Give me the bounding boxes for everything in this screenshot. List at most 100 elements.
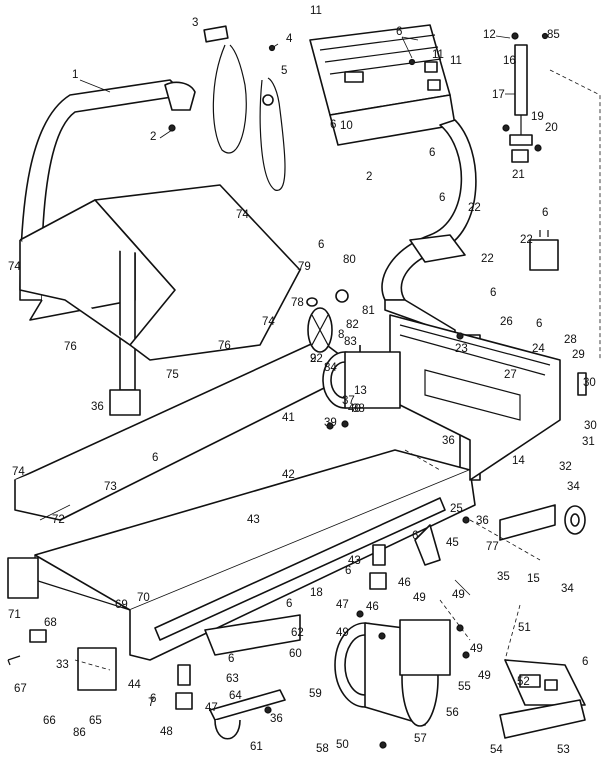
- callout-label: 67: [14, 683, 27, 695]
- callout-label: 6: [396, 26, 402, 38]
- callout-label: 37: [342, 395, 355, 407]
- callout-label: 44: [128, 679, 141, 691]
- callout-label: 70: [137, 592, 150, 604]
- callout-label: 6: [536, 318, 542, 330]
- callout-label: 65: [89, 715, 102, 727]
- console-part: [309, 24, 456, 146]
- drive-roller-part: [306, 289, 401, 409]
- callout-label: 12: [483, 29, 496, 41]
- callout-label: 41: [282, 412, 295, 424]
- callout-label: 35: [497, 571, 510, 583]
- callout-label: 49: [470, 643, 483, 655]
- drive-motor-part: [334, 619, 451, 727]
- bracket-plate-part: [409, 234, 466, 263]
- callout-label: 3: [192, 17, 198, 29]
- callout-label: 64: [229, 690, 242, 702]
- callout-label: 6: [490, 287, 496, 299]
- callout-label: 59: [309, 688, 322, 700]
- callout-label: 32: [559, 461, 572, 473]
- callout-label: 74: [236, 209, 249, 221]
- callout-label: 25: [450, 503, 463, 515]
- callout-label: 31: [582, 436, 595, 448]
- callout-label: 49: [478, 670, 491, 682]
- callout-label: 60: [289, 648, 302, 660]
- callout-label: 71: [8, 609, 21, 621]
- callout-label: 18: [310, 587, 323, 599]
- callout-label: 9: [310, 353, 316, 365]
- callout-label: 6: [150, 693, 156, 705]
- callout-label: 2: [150, 131, 156, 143]
- callout-label: 17: [492, 89, 505, 101]
- callout-label: 75: [166, 369, 179, 381]
- callout-label: 46: [398, 577, 411, 589]
- callout-label: 6: [542, 207, 548, 219]
- callout-label: 38: [352, 403, 365, 415]
- callout-label: 49: [336, 627, 349, 639]
- callout-label: 2: [366, 171, 372, 183]
- callout-label: 62: [291, 627, 304, 639]
- callout-label: 48: [160, 726, 173, 738]
- callout-label: 83: [344, 336, 357, 348]
- callout-label: 22: [481, 253, 494, 265]
- callout-labels: 1 2 2 3 4 5 6 6 6 6 6 6 6 6 6 6 6 6 6 6 …: [8, 5, 597, 756]
- callout-label: 15: [527, 573, 540, 585]
- callout-label: 86: [73, 727, 86, 739]
- callout-label: 52: [517, 676, 530, 688]
- callout-label: 56: [446, 707, 459, 719]
- callout-label: 20: [545, 122, 558, 134]
- callout-label: 79: [298, 261, 311, 273]
- callout-label: 22: [310, 353, 323, 365]
- callout-label: 22: [468, 202, 481, 214]
- callout-label: 45: [446, 537, 459, 549]
- callout-label: 49: [413, 592, 426, 604]
- callout-label: 51: [518, 622, 531, 634]
- callout-label: 72: [52, 514, 65, 526]
- callout-label: 68: [44, 617, 57, 629]
- callout-label: 6: [345, 565, 351, 577]
- callout-label: 19: [531, 111, 544, 123]
- cable-part: [203, 25, 286, 191]
- connector-part: [577, 372, 587, 396]
- callout-label: 14: [512, 455, 525, 467]
- callout-label: 6: [318, 239, 324, 251]
- callout-label: 10: [340, 120, 353, 132]
- callout-label: 43: [348, 555, 361, 567]
- callout-label: 6: [412, 530, 418, 542]
- callout-label: 47: [336, 599, 349, 611]
- lower-parts: [175, 524, 441, 740]
- callout-label: 36: [270, 713, 283, 725]
- callout-label: 6: [152, 452, 158, 464]
- callout-label: 11: [310, 5, 322, 17]
- callout-label: 73: [104, 481, 117, 493]
- callout-label: 33: [56, 659, 69, 671]
- callout-label: 57: [414, 733, 427, 745]
- callout-label: 22: [520, 234, 533, 246]
- end-cap-part: [7, 557, 117, 691]
- callout-label: 6: [582, 656, 588, 668]
- callout-label: 74: [8, 261, 21, 273]
- dashed-guides: [74, 69, 601, 671]
- callout-label: 36: [91, 401, 104, 413]
- callout-label: 36: [476, 515, 489, 527]
- callout-label: 76: [64, 341, 77, 353]
- callout-label: 16: [503, 55, 516, 67]
- callout-label: 58: [316, 743, 329, 755]
- callout-label: 6: [429, 147, 435, 159]
- rear-foot-part: [499, 504, 586, 541]
- callout-label: 47: [205, 702, 218, 714]
- callout-label: 26: [500, 316, 513, 328]
- callout-label: 74: [262, 316, 275, 328]
- callout-label: 85: [547, 29, 560, 41]
- callout-label: 34: [561, 583, 574, 595]
- callout-label: 55: [458, 681, 471, 693]
- callout-label: 40: [348, 403, 361, 415]
- callout-label: 6: [228, 653, 234, 665]
- callout-label: 63: [226, 673, 239, 685]
- power-cord-part: [7, 655, 21, 666]
- callout-label: 23: [455, 343, 468, 355]
- callout-label: 29: [572, 349, 585, 361]
- callout-label: 21: [512, 169, 525, 181]
- callout-label: 8: [338, 329, 344, 341]
- callout-label: 28: [564, 334, 577, 346]
